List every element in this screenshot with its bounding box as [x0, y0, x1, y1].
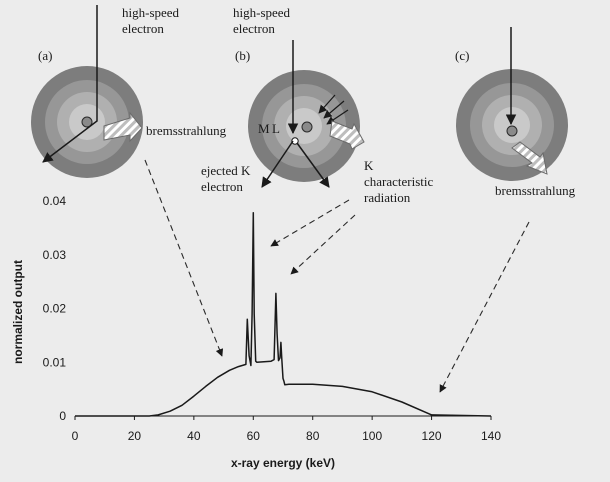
nucleus — [81, 116, 93, 128]
spectrum-series-line — [75, 212, 492, 417]
shell-m-label: M — [258, 121, 270, 136]
x-tick-label: 80 — [306, 429, 320, 443]
panel-c-photon-arrow — [511, 141, 548, 175]
pointer-b-to-peak-1 — [270, 199, 350, 247]
panel-b-ejected-label: ejected K electron — [201, 163, 254, 194]
panel-c-emission-label: bremsstrahlung — [495, 183, 576, 198]
x-tick-label: 0 — [72, 429, 79, 443]
panel-a-electron-path — [42, 5, 98, 163]
y-tick-label: 0.04 — [43, 194, 67, 208]
x-tick-label: 120 — [422, 429, 442, 443]
spectrum-chart: 0 20 40 60 80 100 120 140 0 0.01 0.02 0.03 0.04 x-r… — [11, 194, 501, 470]
panel-b-ejected-line1: ejected K — [201, 163, 251, 178]
panel-b-transition-arrow-2 — [323, 100, 345, 119]
y-axis-label: normalized output — [11, 260, 25, 364]
k-shell-vacancy — [291, 137, 299, 145]
panel-a-emission-label: bremsstrahlung — [146, 123, 227, 138]
pointer-arrows — [144, 159, 530, 393]
panel-b-incoming-line1: high-speed — [233, 5, 291, 20]
panel-b-characteristic-line3: radiation — [364, 190, 411, 205]
x-tick-label: 60 — [247, 429, 261, 443]
y-tick-label: 0.01 — [43, 355, 67, 369]
y-tick-label: 0.02 — [43, 302, 67, 316]
pointer-b-to-peak-2 — [290, 214, 356, 275]
pointer-c-to-bremsstrahlung — [439, 221, 530, 393]
panel-b-characteristic-line1: K — [364, 158, 374, 173]
y-tick-label: 0.03 — [43, 248, 67, 262]
y-axis-ticks: 0 0.01 0.02 0.03 0.04 — [43, 194, 67, 423]
shell-l-label: L — [272, 121, 280, 136]
shell-inner — [494, 107, 530, 143]
panel-b-incoming-line2: electron — [233, 21, 275, 36]
panel-b-ejected-line2: electron — [201, 179, 243, 194]
y-tick-label: 0 — [59, 409, 66, 423]
panel-b-photon-arrow — [329, 120, 365, 150]
panel-b-transition-arrow-1 — [318, 94, 336, 114]
panel-c-atom — [456, 69, 568, 181]
x-tick-label: 140 — [481, 429, 501, 443]
panel-b-incoming-label: high-speed electron — [233, 5, 293, 36]
x-tick-label: 40 — [187, 429, 201, 443]
x-axis-label: x-ray energy (keV) — [231, 456, 335, 470]
nucleus — [506, 125, 518, 137]
panel-a-tag: (a) — [38, 48, 52, 63]
panel-b-characteristic-label: K characteristic radiation — [364, 158, 437, 205]
pointer-a-to-bremsstrahlung — [144, 159, 224, 357]
panel-a-incoming-label: high-speed electron — [122, 5, 182, 36]
panel-a: (a) high-speed electron bremsstrahlung — [31, 5, 227, 178]
x-tick-label: 20 — [128, 429, 142, 443]
panel-c-tag: (c) — [455, 48, 469, 63]
panel-b-scattered-electron — [261, 140, 294, 188]
panel-a-incoming-line2: electron — [122, 21, 164, 36]
x-tick-label: 100 — [362, 429, 382, 443]
panel-b-characteristic-line2: characteristic — [364, 174, 434, 189]
nucleus — [301, 121, 313, 133]
panel-b-ejected-k-electron — [296, 142, 330, 188]
panel-b-tag: (b) — [235, 48, 250, 63]
panel-a-photon-arrow — [103, 111, 143, 143]
panel-b-transition-arrow-3 — [326, 109, 349, 125]
panel-b: (b) M L high-speed electron ejected K el… — [201, 5, 437, 205]
x-axis-ticks: 0 20 40 60 80 100 120 140 — [72, 416, 501, 443]
panel-c: (c) bremsstrahlung — [455, 27, 576, 198]
panel-a-incoming-line1: high-speed — [122, 5, 180, 20]
